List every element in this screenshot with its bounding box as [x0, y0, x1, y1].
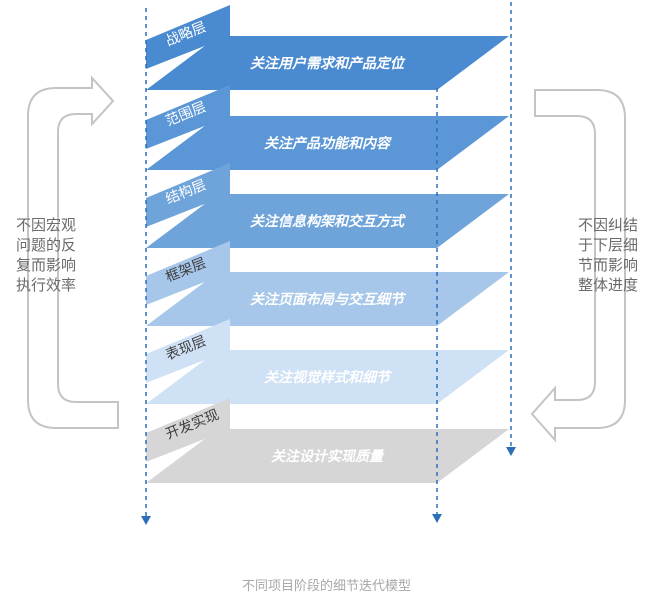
diagram-caption: 不同项目阶段的细节迭代模型	[241, 579, 411, 594]
layer-tab	[146, 163, 230, 227]
layer-tab	[146, 398, 230, 462]
layer-plane	[146, 272, 509, 326]
right-arrow-head	[506, 447, 516, 456]
layer-plane	[146, 116, 509, 170]
left-note: 不因宏观问题的反复而影响执行效率	[15, 216, 76, 294]
layer-description: 关注视觉样式和细节	[264, 369, 393, 386]
layer-tab	[146, 319, 230, 383]
layer-description: 关注设计实现质量	[271, 448, 385, 465]
layer-description: 关注产品功能和内容	[264, 135, 392, 152]
layer-description: 关注用户需求和产品定位	[250, 55, 406, 72]
left-loop-arrow	[27, 75, 119, 429]
right-loop-arrow	[530, 89, 626, 443]
middle-arrow-head	[432, 514, 442, 523]
layer-tab	[146, 241, 230, 305]
layer-plane	[146, 429, 509, 483]
layer-tab	[146, 85, 230, 149]
left-arrow-head	[141, 516, 151, 525]
layer-plane	[146, 194, 509, 248]
layer-description: 关注信息构架和交互方式	[250, 213, 406, 230]
layer-description: 关注页面布局与交互细节	[250, 291, 407, 308]
right-note: 不因纠结于下层细节而影响整体进度	[577, 216, 638, 294]
layer-plane	[146, 36, 509, 90]
layer-tab	[146, 5, 230, 69]
layer-stack: 战略层关注用户需求和产品定位范围层关注产品功能和内容结构层关注信息构架和交互方式…	[146, 5, 509, 483]
layer-plane	[146, 350, 509, 404]
